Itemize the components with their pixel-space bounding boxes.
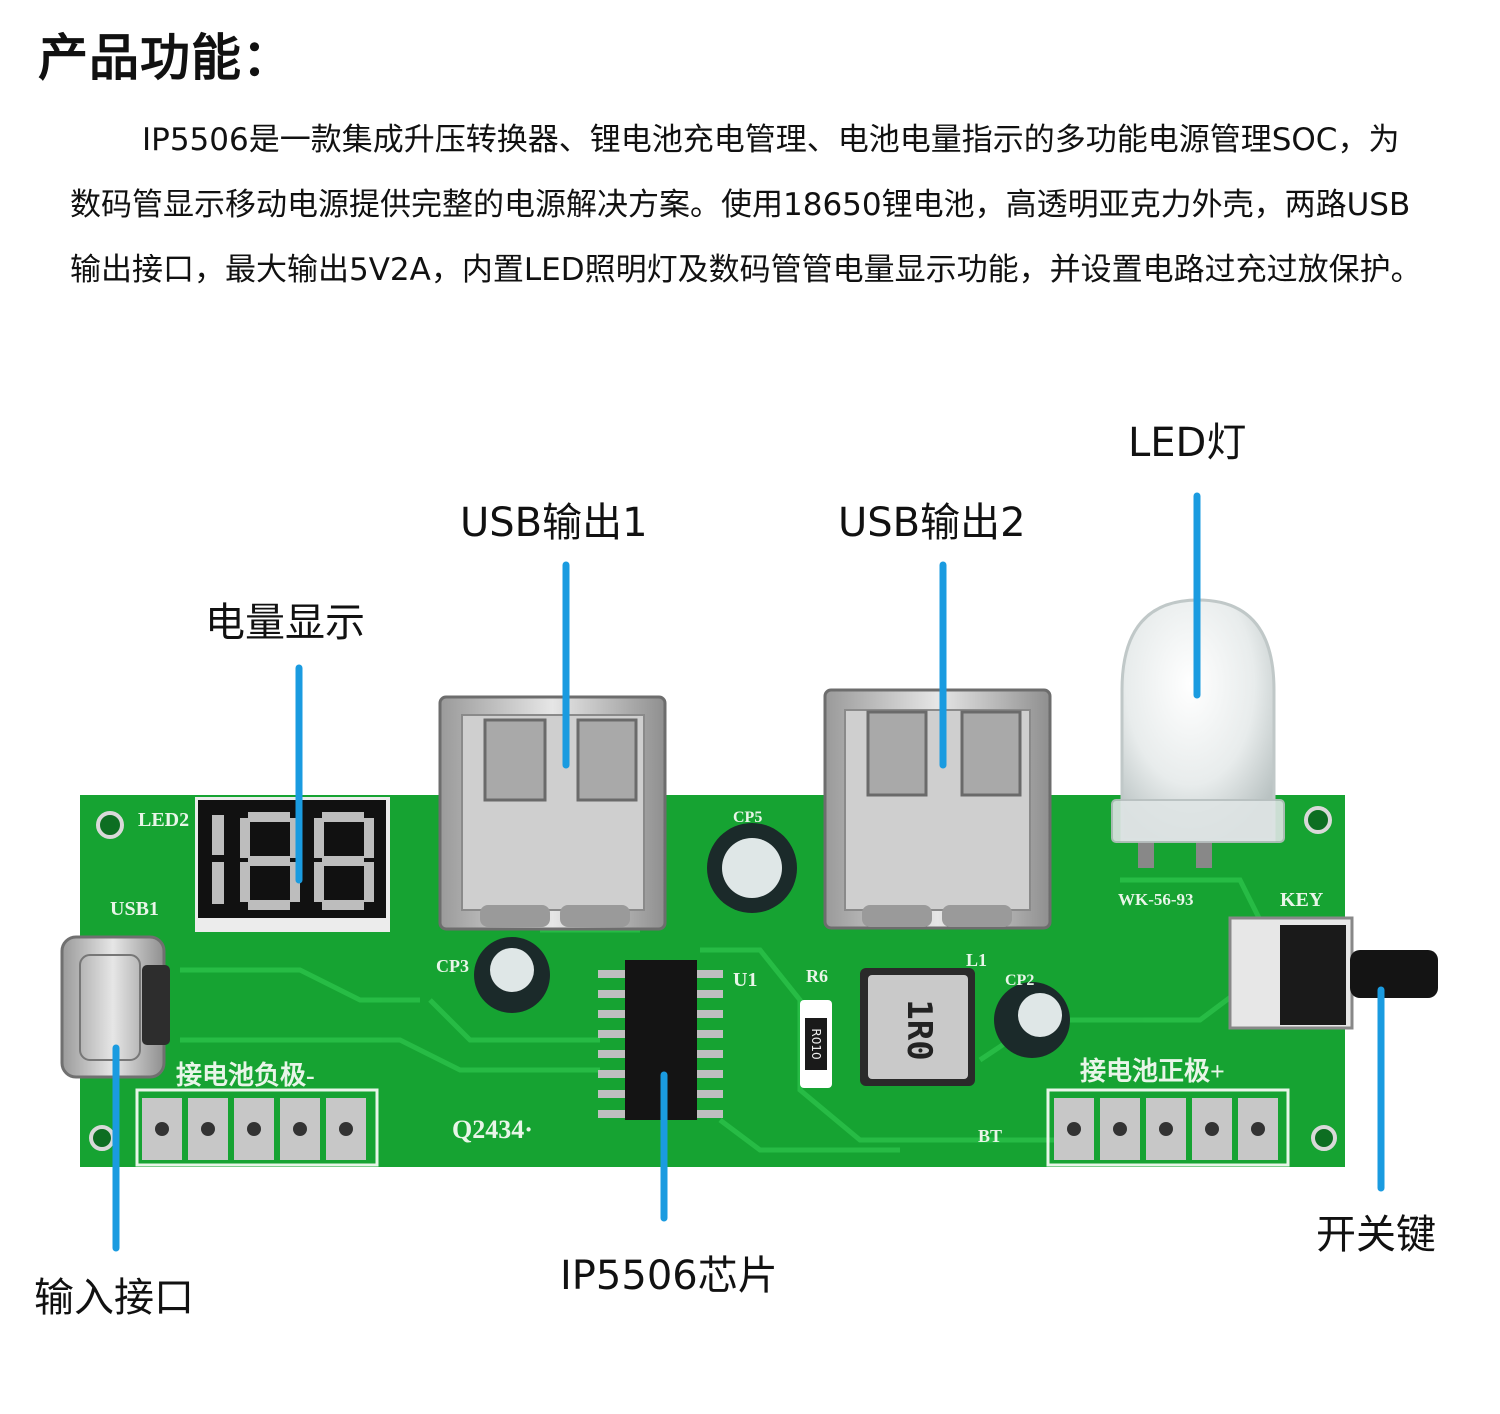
inductor-marking: 1R0 (899, 999, 939, 1060)
usb-a-port-1 (438, 695, 667, 931)
silk-led-model: WK-56-93 (1118, 890, 1194, 909)
callout-led-light: LED灯 (1128, 420, 1247, 466)
silk-battery-negative: 接电池负极- (176, 1061, 315, 1090)
resistor-r6 (800, 1000, 832, 1088)
silk-batch: Q2434· (452, 1115, 533, 1144)
silk-cp2: CP2 (1005, 972, 1034, 989)
capacitor-cp5 (707, 823, 797, 913)
inductor-l1 (860, 968, 975, 1086)
usb-c-input-port (60, 935, 170, 1079)
capacitor-cp3 (474, 937, 550, 1013)
silk-cp5: CP5 (733, 809, 762, 826)
led-light (1111, 598, 1285, 868)
usb-a-port-2 (823, 688, 1052, 930)
description-text: IP5506是一款集成升压转换器、锂电池充电管理、电池电量指示的多功能电源管理S… (70, 122, 1422, 288)
capacitor-cp2 (994, 982, 1070, 1058)
silk-battery-positive: 接电池正极+ (1080, 1057, 1225, 1086)
power-switch (1228, 916, 1438, 1030)
silk-usb1: USB1 (110, 898, 159, 920)
callout-chip: IP5506芯片 (560, 1253, 778, 1299)
battery-level-display (195, 797, 390, 932)
silk-r6: R6 (806, 966, 828, 986)
battery-negative-pads (135, 1088, 379, 1167)
silk-led2: LED2 (138, 809, 189, 831)
silk-cp3: CP3 (436, 956, 469, 976)
callout-usb-out-1: USB输出1 (460, 500, 648, 546)
product-description: IP5506是一款集成升压转换器、锂电池充电管理、电池电量指示的多功能电源管理S… (70, 108, 1430, 303)
silk-bt: BT (978, 1126, 1002, 1146)
resistor-marking: R010 (809, 1028, 823, 1059)
callout-switch-key: 开关键 (1316, 1212, 1436, 1258)
silk-l1: L1 (966, 950, 987, 970)
silk-key: KEY (1280, 889, 1324, 911)
callout-input-port: 输入接口 (34, 1275, 194, 1321)
callout-battery-display: 电量显示 (205, 600, 365, 646)
product-features-heading: 产品功能： (38, 29, 293, 87)
callout-usb-out-2: USB输出2 (838, 500, 1026, 546)
battery-positive-pads (1046, 1088, 1290, 1167)
silk-u1: U1 (733, 969, 757, 991)
